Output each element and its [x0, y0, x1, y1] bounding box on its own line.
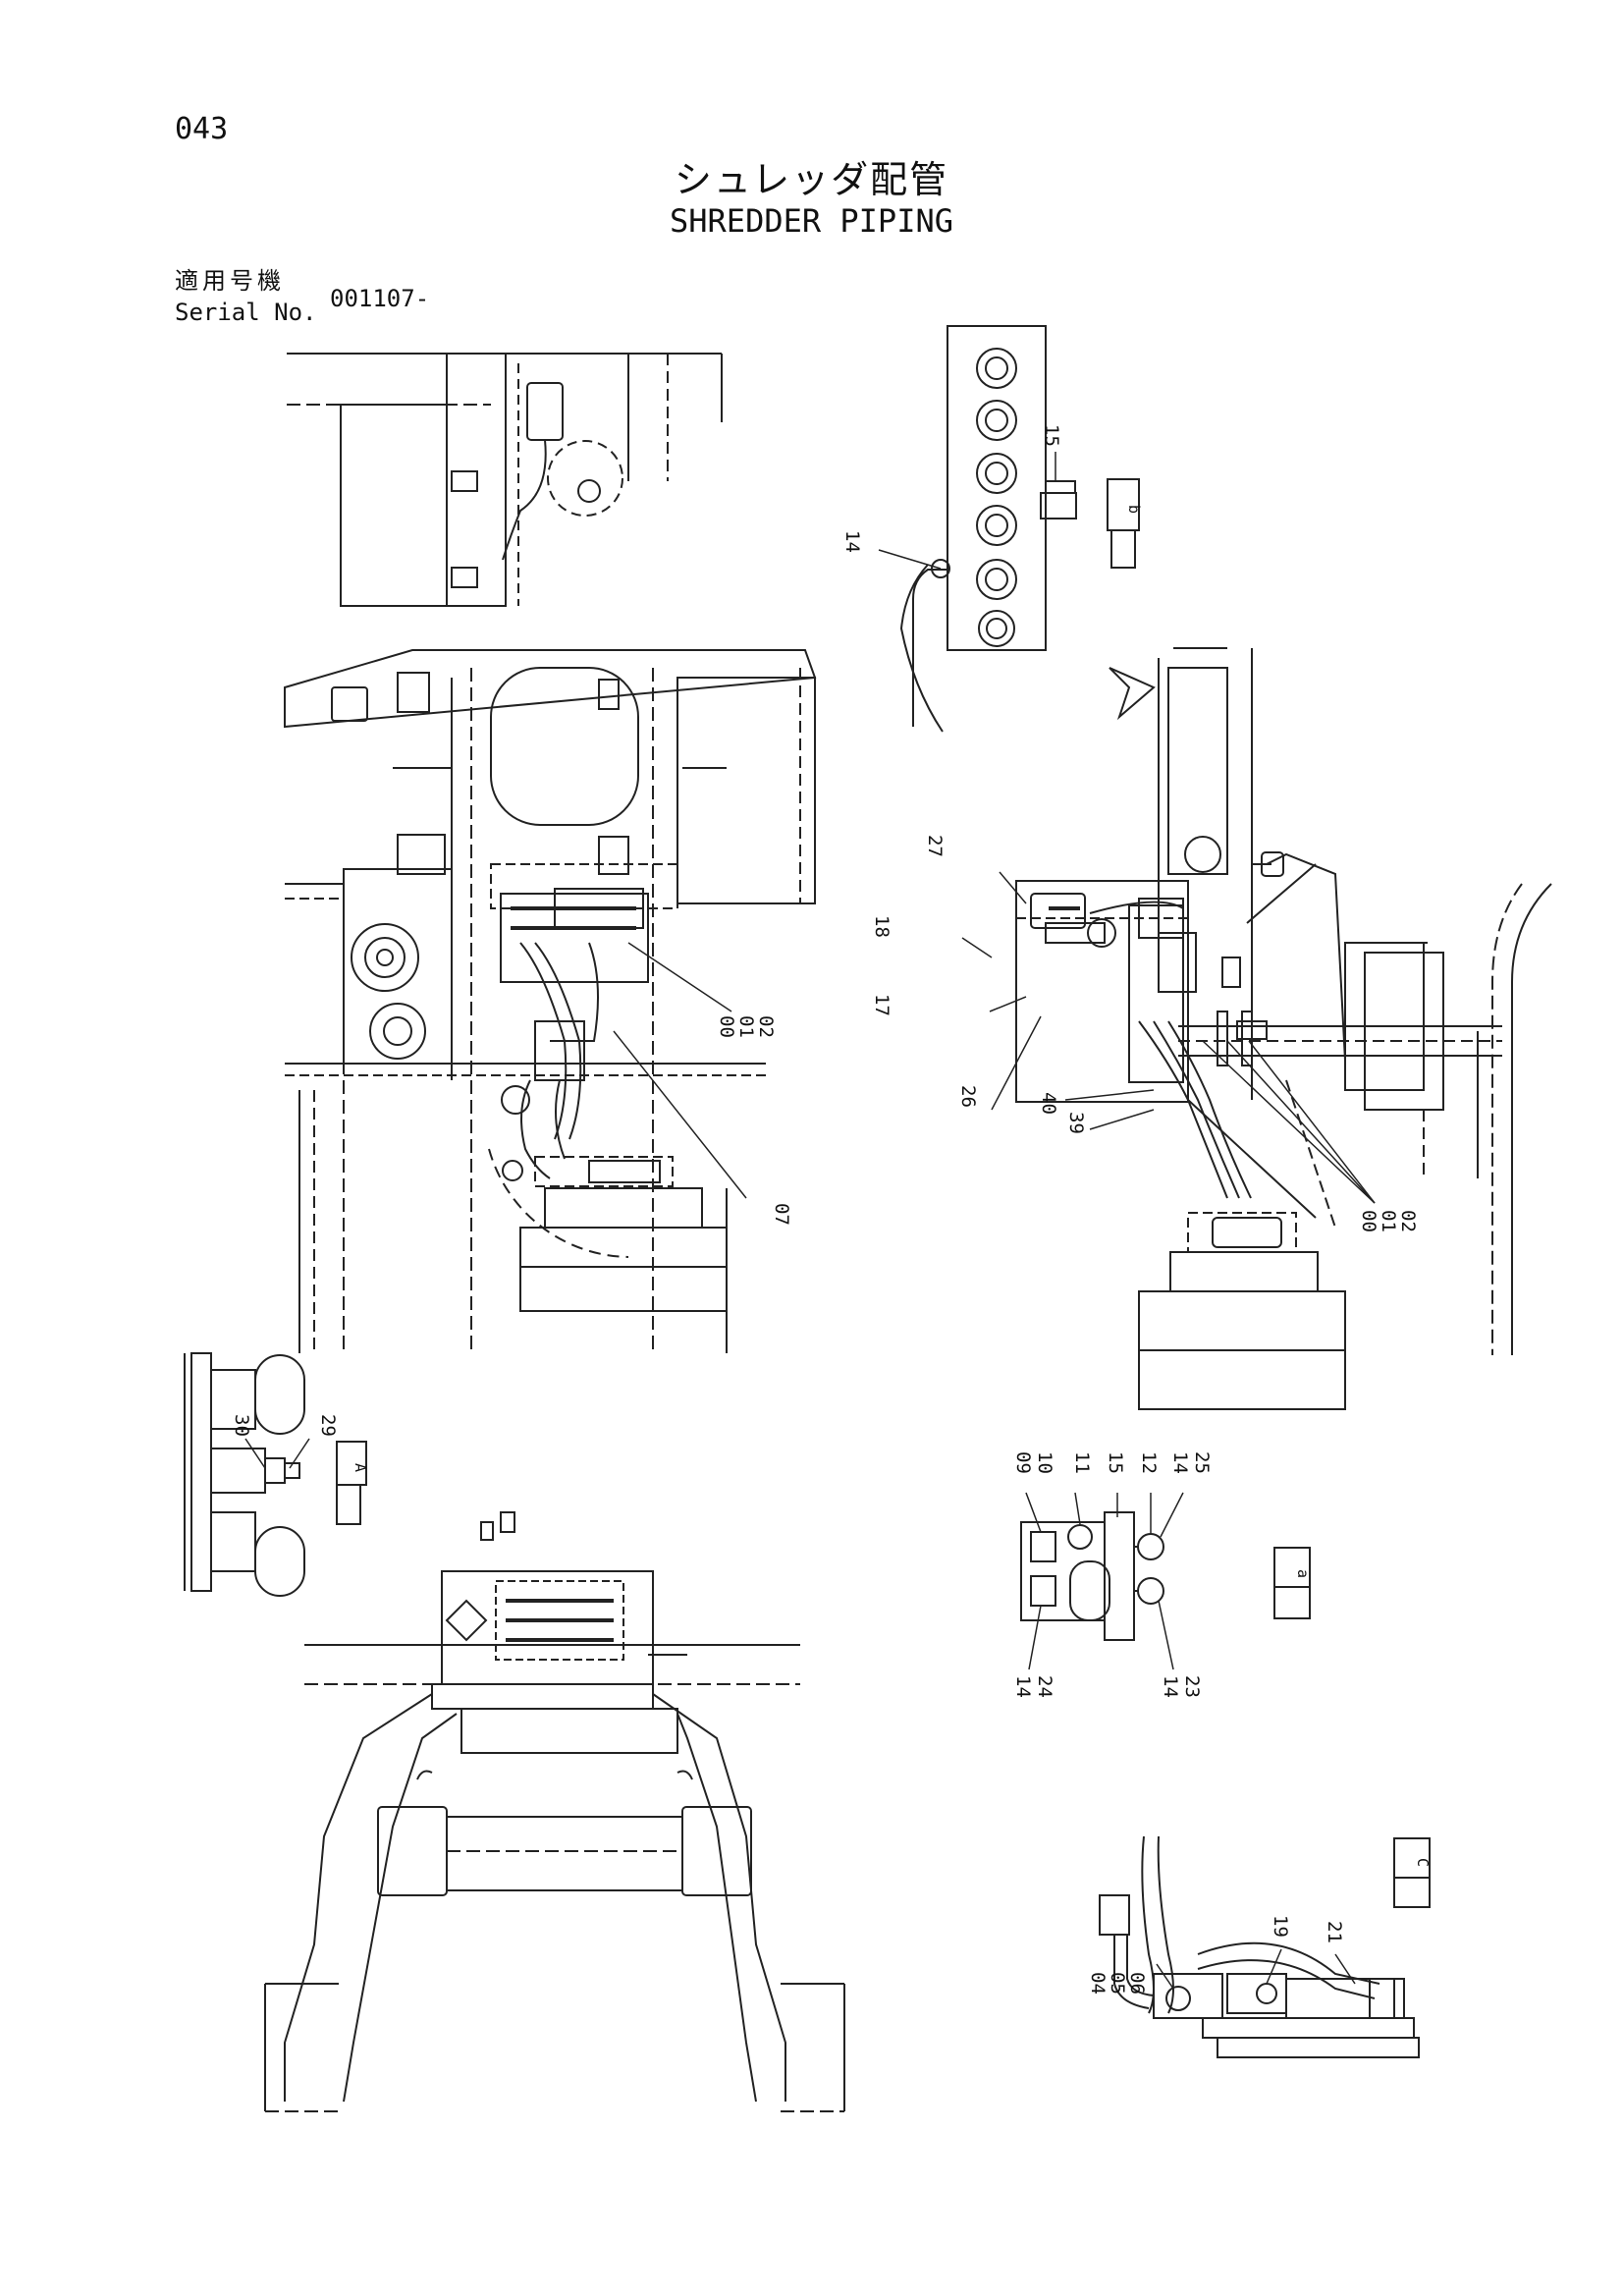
- bottom-left-view: [264, 1511, 845, 2112]
- view-tag-c-label: C: [1414, 1858, 1432, 1867]
- callout-05: 05: [1107, 1972, 1128, 1995]
- serial-label: Serial No.: [175, 299, 317, 326]
- callout-01-mid: 01: [735, 1015, 757, 1038]
- callout-00-right: 00: [1358, 1210, 1380, 1232]
- callout-15-detail: 15: [1105, 1451, 1126, 1474]
- page-title: SHREDDER PIPING: [670, 202, 953, 240]
- serial-number-value: 001107-: [330, 285, 430, 312]
- callout-11: 11: [1071, 1451, 1093, 1474]
- callout-29: 29: [317, 1414, 339, 1437]
- callout-26: 26: [957, 1085, 979, 1108]
- callout-24: 24: [1034, 1675, 1055, 1698]
- callout-02-mid: 02: [755, 1015, 777, 1038]
- page-number: 043: [175, 112, 229, 146]
- leader-lines: [244, 452, 1376, 1990]
- callout-18: 18: [871, 915, 893, 938]
- view-tag-a-lower: [1273, 1547, 1311, 1619]
- callout-14-top: 14: [841, 530, 863, 553]
- view-tag-c: [1393, 1837, 1431, 1908]
- callout-39: 39: [1065, 1112, 1087, 1134]
- detail-c-view: [1099, 1835, 1420, 2058]
- callout-00-mid: 00: [716, 1015, 737, 1038]
- callout-23: 23: [1181, 1675, 1203, 1698]
- view-tag-a-upper: [336, 1441, 367, 1525]
- callout-14-detail-top: 14: [1169, 1451, 1191, 1474]
- callout-25: 25: [1191, 1451, 1213, 1474]
- right-main-view: [1015, 647, 1552, 1410]
- view-tag-a-upper-label: A: [352, 1463, 369, 1472]
- callout-14-detail-left: 14: [1012, 1675, 1034, 1698]
- callout-15-top: 15: [1041, 424, 1062, 447]
- callout-21: 21: [1324, 1921, 1345, 1943]
- view-tag-b: [1107, 478, 1140, 569]
- detail-circle-c: [501, 1085, 530, 1115]
- callout-40: 40: [1038, 1092, 1059, 1115]
- callout-06: 06: [1126, 1972, 1148, 1995]
- callout-17: 17: [871, 994, 893, 1016]
- page-title-japanese: シュレッダ配管: [674, 158, 949, 201]
- top-left-main-view: [284, 649, 817, 1353]
- callout-07: 07: [771, 1203, 792, 1226]
- callout-04: 04: [1087, 1972, 1109, 1995]
- callout-09: 09: [1012, 1451, 1034, 1474]
- callout-12: 12: [1138, 1451, 1160, 1474]
- callout-30: 30: [231, 1414, 252, 1437]
- callout-10: 10: [1034, 1451, 1055, 1474]
- view-tag-a-lower-label: a: [1294, 1569, 1312, 1578]
- callout-19: 19: [1270, 1915, 1291, 1938]
- detail-a-lower-view: [1020, 1511, 1164, 1641]
- callout-02-right: 02: [1397, 1210, 1419, 1232]
- callout-27: 27: [924, 835, 946, 857]
- callout-01-right: 01: [1378, 1210, 1399, 1232]
- callout-14-detail-right: 14: [1160, 1675, 1181, 1698]
- serial-label-japanese: 適用号機: [175, 267, 285, 295]
- top-right-view: [899, 325, 1077, 733]
- detail-a-view: [184, 1352, 305, 1597]
- view-tag-b-label: b: [1125, 505, 1143, 514]
- top-left-view: [287, 353, 723, 607]
